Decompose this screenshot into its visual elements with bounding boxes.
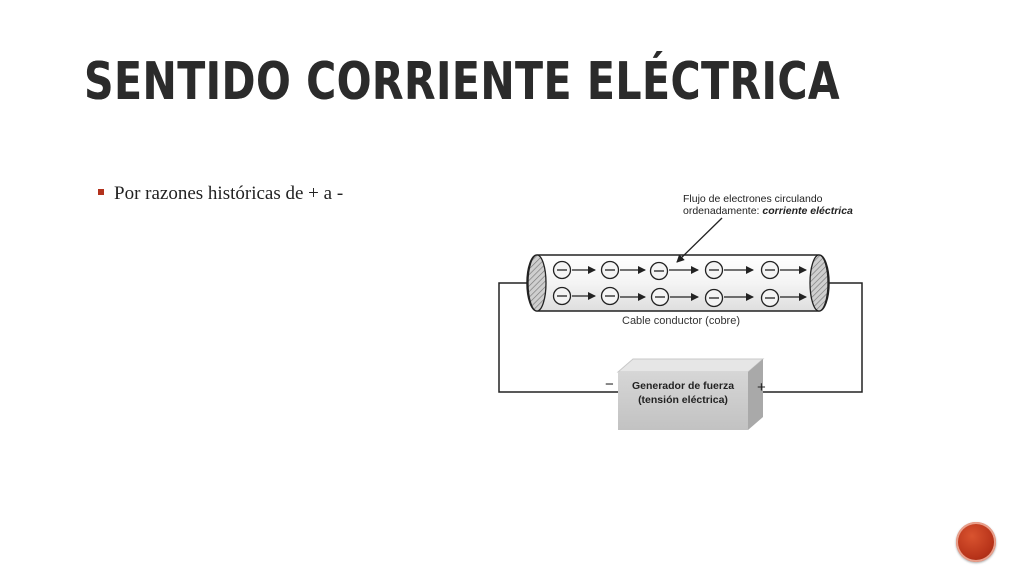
- cable-right-end: [809, 254, 829, 312]
- cable-conductor: [526, 254, 830, 312]
- generator-side-face: [748, 359, 763, 430]
- bullet-text: Por razones históricas de + a -: [114, 183, 344, 204]
- generator-top-face: [616, 358, 765, 373]
- generator-front-face: [618, 372, 748, 430]
- cable-label: Cable conductor (cobre): [622, 315, 740, 327]
- flow-label-line2: ordenadamente: corriente eléctrica: [683, 205, 853, 217]
- slide-number-badge: [956, 522, 996, 562]
- electron: [600, 260, 646, 280]
- electron: [552, 286, 596, 306]
- electron: [704, 288, 754, 308]
- electron: [649, 261, 699, 281]
- electron: [760, 288, 807, 308]
- left-wire: [498, 282, 618, 393]
- cable-left-end: [527, 254, 547, 312]
- electron: [760, 260, 807, 280]
- square-bullet-icon: [98, 189, 104, 195]
- negative-terminal: −: [605, 376, 614, 393]
- generator-label-line1: Generador de fuerza: [632, 380, 734, 392]
- cable-body: [526, 254, 830, 312]
- electron-row-bottom: [552, 286, 807, 308]
- flow-label-line1: Flujo de electrones circulando: [683, 193, 823, 205]
- generator: Generador de fuerza (tensión eléctrica): [616, 358, 765, 430]
- electron-row-top: [552, 260, 807, 281]
- flow-label-emphasis: corriente eléctrica: [762, 205, 853, 217]
- right-wire: [748, 282, 863, 393]
- slide-title: SENTIDO CORRIENTE ELÉCTRICA: [84, 52, 841, 112]
- callout-arrow: [676, 217, 723, 263]
- bullet-item: Por razones históricas de + a -: [98, 183, 343, 205]
- flow-label-prefix: ordenadamente:: [683, 205, 762, 217]
- circuit-wires: [498, 282, 863, 393]
- electron: [552, 260, 596, 280]
- positive-terminal: +: [757, 379, 766, 396]
- generator-label-line2: (tensión eléctrica): [638, 394, 728, 406]
- electron: [704, 260, 754, 280]
- electron: [650, 287, 699, 307]
- electron: [600, 286, 646, 306]
